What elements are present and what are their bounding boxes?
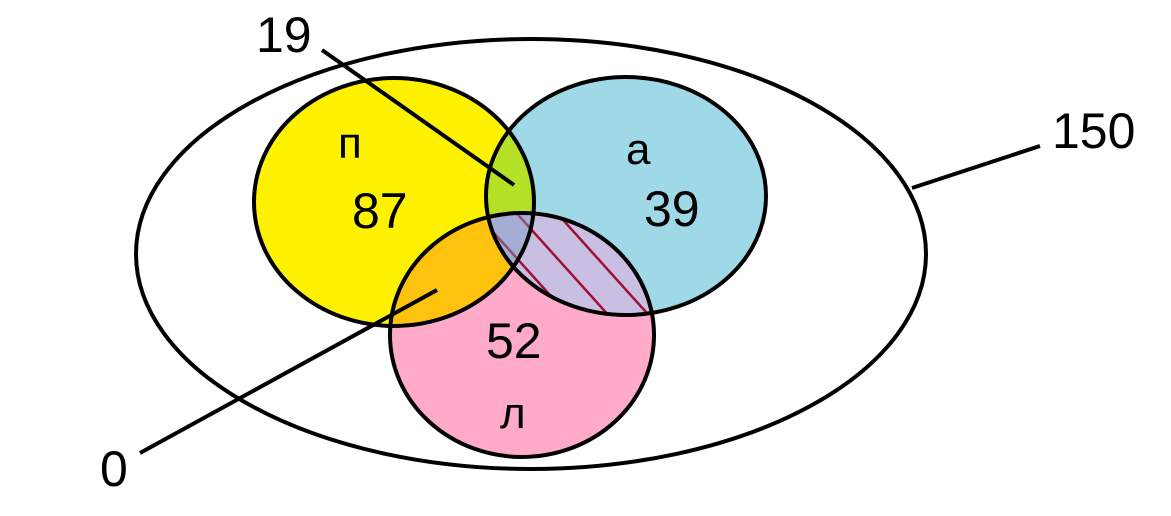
circle-l-outline <box>388 211 656 459</box>
set-p-count: 87 <box>352 183 408 239</box>
callout-total: 150 <box>1052 103 1135 159</box>
overlap-p-l <box>390 213 534 326</box>
leader-line-19 <box>320 48 516 187</box>
leader-line-150 <box>911 144 1041 190</box>
set-a-count: 39 <box>644 181 700 237</box>
leader-line-0 <box>139 288 438 455</box>
overlap-a-l-hatched <box>486 213 654 315</box>
set-p-letter: п <box>338 119 362 168</box>
set-l-letter: л <box>500 389 526 438</box>
set-l-count: 52 <box>486 313 542 369</box>
callout-p-a: 19 <box>256 7 312 63</box>
universe-ellipse <box>134 37 928 471</box>
circle-p-outline <box>252 76 536 328</box>
circle-a-outline <box>484 75 768 317</box>
callout-p-l: 0 <box>100 441 128 497</box>
set-a-letter: а <box>626 125 651 174</box>
